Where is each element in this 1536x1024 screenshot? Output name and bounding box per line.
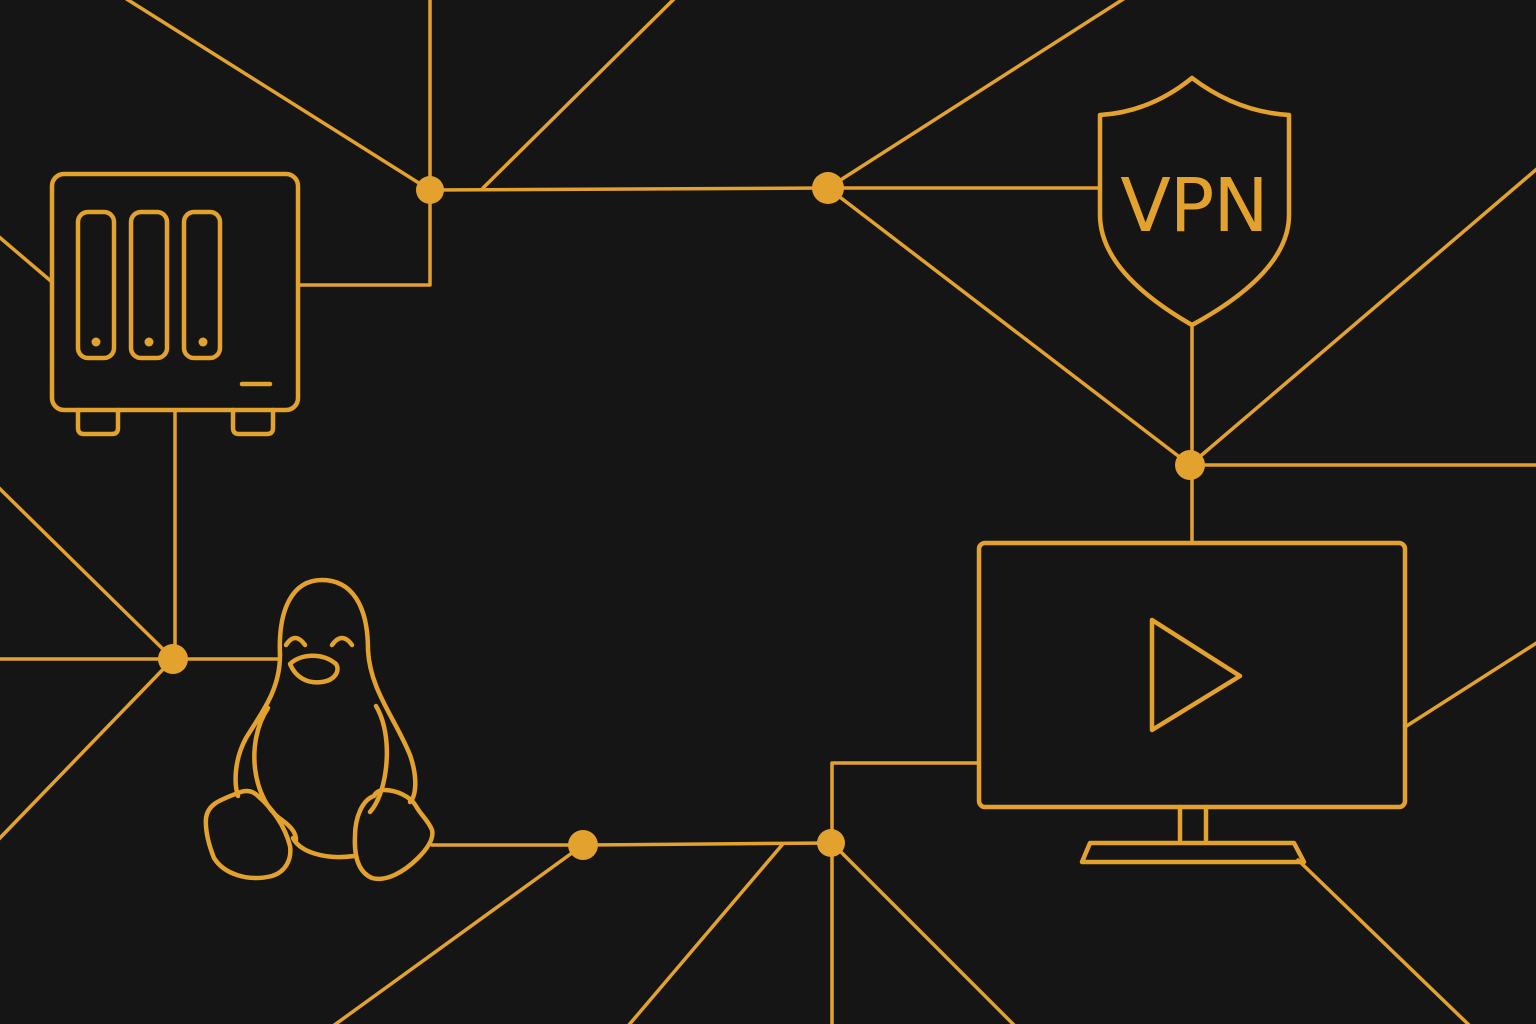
vpn-shield-icon: VPN xyxy=(1097,75,1292,328)
link-hub1-topright xyxy=(481,0,676,190)
link-monitor-right xyxy=(1403,641,1536,729)
junction-nodes xyxy=(158,172,1205,860)
node-hub-top-left xyxy=(416,176,444,204)
node-hub-bottom-center xyxy=(568,830,598,860)
link-hub2-topright xyxy=(826,0,1126,190)
link-hub1-topleft xyxy=(124,0,432,192)
link-hub5-bottomright xyxy=(830,841,1016,1024)
link-hub2-hub3 xyxy=(826,186,1192,467)
node-hub-top-right xyxy=(812,172,844,204)
link-monitor-base-bottomright xyxy=(1296,858,1471,1024)
link-hub4-bottomleft xyxy=(332,843,585,1024)
link-hub5-hub4 xyxy=(581,841,834,847)
link-hub1-hub2 xyxy=(428,186,830,192)
vpn-label: VPN xyxy=(1120,163,1268,249)
media-monitor-play-icon xyxy=(976,540,1408,865)
link-nas-left xyxy=(0,235,54,284)
link-hub6-upperleft xyxy=(0,486,175,661)
node-hub-right xyxy=(1175,450,1205,480)
node-hub-left xyxy=(158,644,188,674)
link-hub1-nas xyxy=(298,188,432,287)
link-monitor-hub5 xyxy=(830,761,980,845)
link-hub6-lowerleft xyxy=(0,657,175,841)
link-hub5-bottomleft xyxy=(627,843,784,1024)
node-hub-bottom-right xyxy=(817,829,845,857)
link-hub3-topright xyxy=(1188,167,1536,467)
linux-penguin-icon xyxy=(203,577,435,882)
nas-server-icon xyxy=(49,171,301,437)
